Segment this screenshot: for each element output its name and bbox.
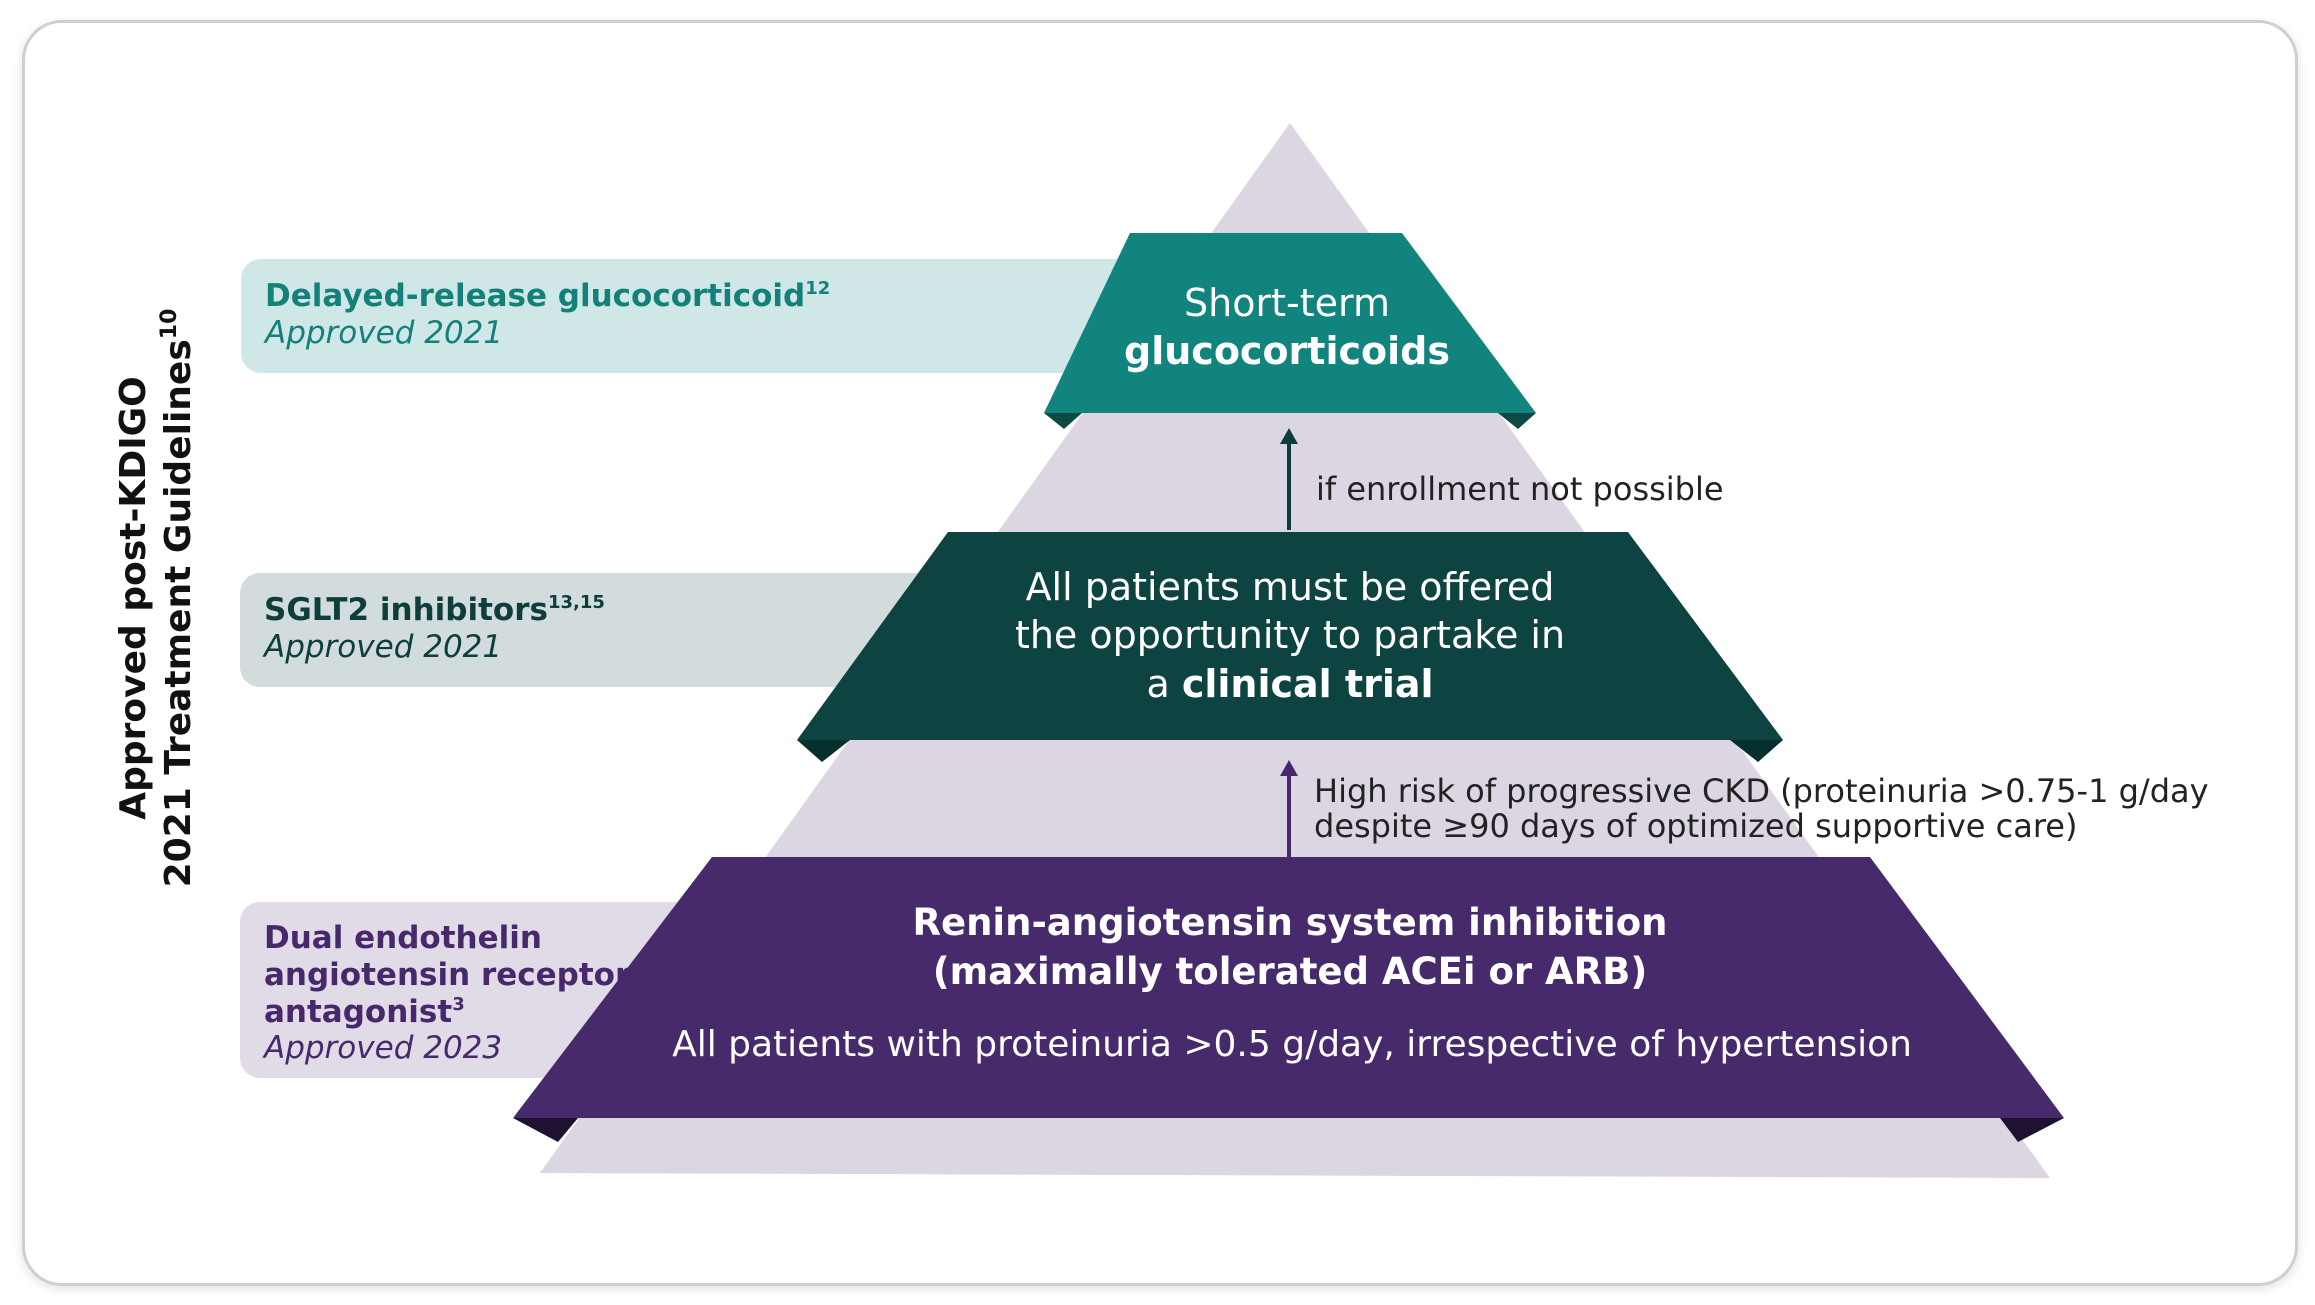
approval-glucocorticoid-status: Approved 2021 [263, 315, 503, 351]
approval-glucocorticoid-sup: 12 [805, 278, 830, 299]
tier-bottom-line3: All patients with proteinuria >0.5 g/day… [672, 1024, 1912, 1065]
tier-middle-shadow-left [797, 740, 850, 762]
arrow-lower-head [1280, 760, 1298, 776]
approval-endothelin-line2: angiotensin receptor [264, 957, 631, 993]
side-title-line1: Approved post-KDIGO [113, 376, 154, 819]
svg-text:2021 Treatment Guidelines10: 2021 Treatment Guidelines10 [157, 309, 199, 888]
side-title-2: 2021 Treatment Guidelines10 [157, 309, 199, 888]
tier-bottom-line2: (maximally tolerated ACEi or ARB) [933, 950, 1648, 993]
svg-text:Delayed-release glucocorticoid: Delayed-release glucocorticoid12 [265, 278, 830, 314]
approval-glucocorticoid-name: Delayed-release glucocorticoid [265, 278, 805, 314]
svg-text:antagonist3: antagonist3 [264, 994, 465, 1030]
tier-top-shadow-right [1498, 413, 1536, 429]
tier-top-line2: glucocorticoids [1124, 329, 1450, 373]
tier-bottom-shadow-left [513, 1118, 578, 1142]
approval-box-sglt2 [240, 573, 950, 687]
tier-bottom-line1: Renin-angiotensin system inhibition [913, 901, 1668, 944]
arrow-upper-head [1280, 428, 1298, 444]
arrow-upper-label: if enrollment not possible [1316, 470, 1724, 508]
approval-endothelin-line1: Dual endothelin [264, 920, 542, 956]
arrow-lower-line1: High risk of progressive CKD (proteinuri… [1314, 772, 2209, 810]
approval-box-glucocorticoid [241, 259, 1201, 373]
tier-middle-line3-prefix: a [1146, 662, 1181, 706]
approval-endothelin-status: Approved 2023 [262, 1030, 502, 1066]
tier-bottom-shadow-right [2000, 1118, 2064, 1142]
approval-endothelin-line3: antagonist [264, 994, 452, 1030]
tier-middle-trapezoid [797, 532, 1783, 740]
tier-top-line1: Short-term [1184, 281, 1390, 325]
arrow-lower-line2: despite ≥90 days of optimized supportive… [1314, 807, 2077, 845]
side-title: Approved post-KDIGO [113, 376, 154, 819]
tier-middle-line3-bold: clinical trial [1182, 662, 1434, 706]
side-title-sup: 10 [157, 309, 182, 340]
approval-sglt2-status: Approved 2021 [262, 629, 502, 665]
svg-text:SGLT2 inhibitors13,15: SGLT2 inhibitors13,15 [264, 592, 605, 628]
approval-endothelin-sup: 3 [452, 994, 465, 1015]
tier-top-trapezoid [1044, 233, 1536, 413]
approval-sglt2-name: SGLT2 inhibitors [264, 592, 548, 628]
tier-middle-line2: the opportunity to partake in [1015, 613, 1565, 657]
tier-middle-line1: All patients must be offered [1026, 565, 1555, 609]
svg-text:a clinical trial: a clinical trial [1146, 662, 1433, 706]
side-title-line2: 2021 Treatment Guidelines [158, 339, 199, 887]
tier-top-shadow-left [1044, 413, 1082, 429]
approval-sglt2-sup: 13,15 [548, 592, 605, 613]
tier-bottom-trapezoid [513, 857, 2064, 1118]
tier-middle-shadow-right [1730, 740, 1783, 762]
